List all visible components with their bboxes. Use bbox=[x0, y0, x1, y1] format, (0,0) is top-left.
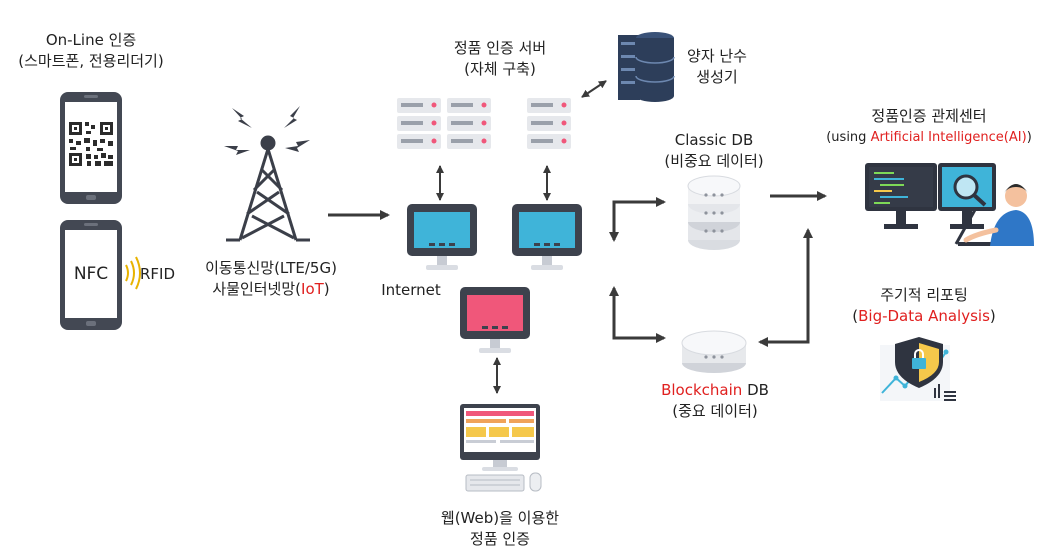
auth-server-right-icon bbox=[527, 98, 571, 149]
reporting-label: 주기적 리포팅 (Big-Data Analysis) bbox=[840, 285, 1008, 327]
control-line2-suffix: ) bbox=[1026, 130, 1032, 145]
desktop-web-icon bbox=[460, 404, 542, 492]
server-line2: (자체 구축) bbox=[464, 60, 536, 78]
rfid-label: RFID bbox=[140, 265, 176, 283]
blockchain-db-label: Blockchain DB (중요 데이터) bbox=[640, 380, 790, 422]
control-line2-prefix: (using bbox=[826, 130, 871, 145]
mobile-line2-suffix: ) bbox=[323, 280, 330, 298]
web-line1: 웹(Web)을 이용한 bbox=[440, 509, 560, 527]
smartphone-nfc-icon bbox=[60, 220, 122, 330]
online-auth-line1: On-Line 인증 bbox=[45, 31, 137, 49]
bigdata-highlight: Big-Data Analysis bbox=[858, 307, 990, 325]
arrow-to-blockchain-db bbox=[612, 288, 666, 343]
quantum-line1: 양자 난수 bbox=[687, 47, 747, 65]
online-auth-line2: (스마트폰, 전용리더기) bbox=[18, 52, 164, 70]
control-center-icon bbox=[865, 163, 1034, 246]
blockchain-suffix: DB bbox=[742, 381, 769, 399]
mobile-line1: 이동통신망(LTE/5G) bbox=[205, 259, 337, 277]
antenna-tower-icon bbox=[226, 135, 310, 242]
arrow-server-quantum bbox=[581, 80, 607, 98]
control-line2: (using Artificial Intelligence(AI)) bbox=[800, 127, 1058, 148]
report-line1: 주기적 리포팅 bbox=[880, 286, 968, 304]
auth-server-left-icon bbox=[397, 98, 491, 149]
web-line2: 정품 인증 bbox=[470, 530, 530, 548]
arrow-to-classic-db bbox=[612, 197, 666, 240]
monitor-left-icon bbox=[407, 204, 477, 270]
report-chart-icon bbox=[880, 337, 956, 401]
blockchain-highlight: Blockchain bbox=[661, 381, 743, 399]
server-line1: 정품 인증 서버 bbox=[453, 39, 547, 57]
classic-db-icon bbox=[687, 175, 741, 250]
web-auth-label: 웹(Web)을 이용한 정품 인증 bbox=[420, 508, 580, 550]
online-auth-label: On-Line 인증 (스마트폰, 전용리더기) bbox=[0, 30, 182, 72]
mobile-network-label: 이동통신망(LTE/5G) 사물인터넷망(IoT) bbox=[196, 258, 346, 300]
arrow-blockchain-to-control bbox=[760, 228, 813, 344]
iot-highlight: IoT bbox=[301, 280, 324, 298]
classic-db-label: Classic DB (비중요 데이터) bbox=[644, 130, 784, 172]
monitor-right-icon bbox=[512, 204, 582, 270]
quantum-rng-icon bbox=[618, 32, 675, 102]
control-center-label: 정품인증 관제센터 (using Artificial Intelligence… bbox=[800, 106, 1058, 148]
ai-highlight: Artificial Intelligence(AI) bbox=[870, 130, 1027, 145]
nfc-label: NFC bbox=[73, 264, 109, 284]
report-line2-prefix: ( bbox=[852, 307, 859, 325]
report-line2-suffix: ) bbox=[989, 307, 996, 325]
report-line2: (Big-Data Analysis) bbox=[840, 306, 1008, 327]
classic-db-line1: Classic DB bbox=[674, 131, 754, 149]
quantum-rng-label: 양자 난수 생성기 bbox=[672, 46, 762, 88]
mobile-line2-prefix: 사물인터넷망( bbox=[212, 280, 302, 298]
internet-label: Internet bbox=[381, 281, 441, 299]
blockchain-line2: (중요 데이터) bbox=[672, 402, 758, 420]
blockchain-line1: Blockchain DB bbox=[640, 380, 790, 401]
control-line1: 정품인증 관제센터 bbox=[871, 107, 987, 125]
signal-lightning-icon bbox=[224, 106, 310, 155]
auth-server-label: 정품 인증 서버 (자체 구축) bbox=[420, 38, 580, 80]
monitor-center-icon bbox=[460, 287, 530, 353]
classic-db-line2: (비중요 데이터) bbox=[664, 152, 764, 170]
blockchain-db-icon bbox=[681, 330, 747, 373]
quantum-line2: 생성기 bbox=[696, 68, 738, 86]
flow-arrows bbox=[328, 80, 827, 394]
smartphone-qr-icon bbox=[60, 92, 122, 204]
rfid-wave-icon bbox=[125, 256, 141, 290]
mobile-line2: 사물인터넷망(IoT) bbox=[196, 279, 346, 300]
